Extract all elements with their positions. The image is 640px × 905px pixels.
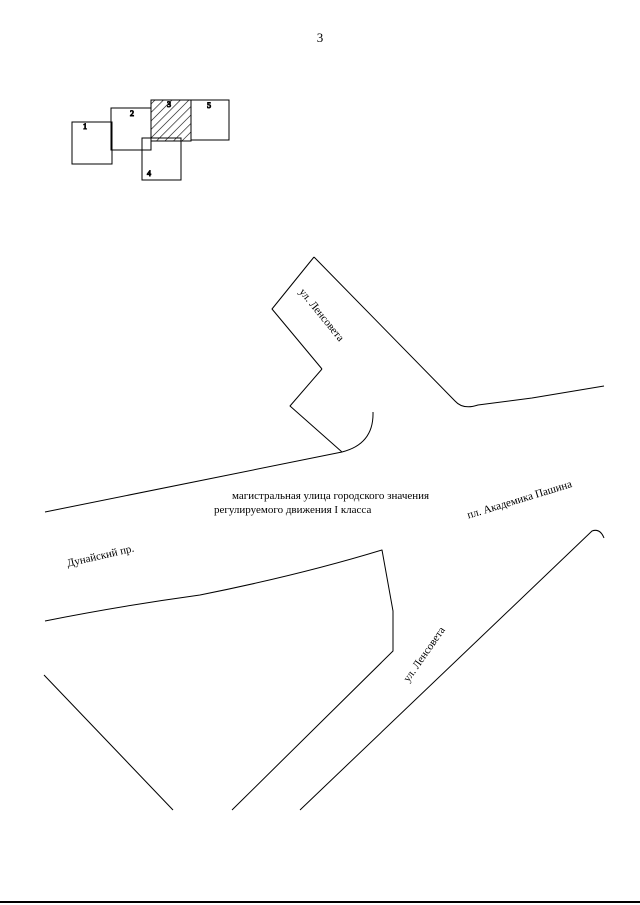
page-number: 3 <box>316 30 324 45</box>
corner-building-outline <box>289 368 374 453</box>
road-class-line-1: магистральная улица городского значения <box>232 490 430 502</box>
road-class-line-2: регулируемого движения I класса <box>214 504 372 516</box>
sheet-2-number: 2 <box>130 109 134 118</box>
sheet-3-number: 3 <box>167 100 171 109</box>
sheet-5 <box>190 99 230 141</box>
dunaysky-upper-edge <box>44 451 343 513</box>
lensoveta-upper-left-edge <box>271 256 323 370</box>
lower-left-diagonal <box>43 674 174 811</box>
sheet-4 <box>141 137 182 181</box>
sheet-3-highlighted <box>150 99 192 142</box>
sheet-index-map: 1 2 3 5 4 <box>71 99 230 181</box>
page-bottom-rule <box>0 901 640 903</box>
sheet-4-number: 4 <box>147 169 151 178</box>
sheet-5-number: 5 <box>207 101 211 110</box>
sheet-1-number: 1 <box>83 122 87 131</box>
lensoveta-upper-right-edge <box>313 256 605 408</box>
sheet-1 <box>71 121 113 165</box>
dunaysky-lower-edge <box>44 549 394 811</box>
lower-right-diagonal <box>299 529 605 811</box>
